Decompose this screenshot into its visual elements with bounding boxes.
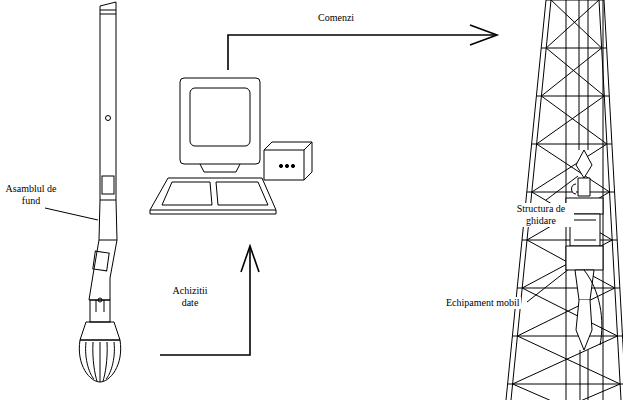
tower-brace (546, 0, 599, 48)
led (285, 164, 288, 167)
stabilizer (102, 176, 114, 194)
part-label: Achizitii date (166, 285, 214, 309)
tower-brace (517, 336, 620, 384)
led (291, 164, 294, 167)
keyboard (150, 178, 276, 210)
saver-sub (576, 300, 592, 350)
tower-brace (522, 240, 612, 288)
motor-body (93, 200, 117, 278)
top-drive (570, 214, 600, 246)
computer-drawing (150, 78, 312, 214)
leader-line (527, 265, 574, 302)
drill-string (580, 350, 588, 400)
screen (190, 88, 250, 146)
stabilizer (93, 251, 109, 271)
tower-brace (532, 144, 612, 145)
command-arrow (228, 25, 497, 70)
drive-box (264, 142, 312, 180)
bit-sub (90, 300, 110, 322)
arrow-line (160, 248, 250, 355)
tower-brace (512, 336, 622, 337)
drill-bit (79, 340, 120, 382)
travelling-block (576, 150, 592, 178)
tower-brace (532, 144, 607, 192)
part-label: Asamblul de fund (2, 183, 60, 207)
guide-rail (566, 0, 603, 400)
keyboard-edge (150, 210, 276, 214)
leader-line (45, 208, 98, 220)
tower-brace (546, 0, 604, 1)
hose (584, 270, 602, 345)
part-label: Comenzi (318, 12, 378, 24)
drill-pipe (100, 2, 116, 200)
monitor (180, 78, 260, 164)
tower-brace (527, 192, 615, 193)
arrow-line (228, 35, 496, 70)
mobile-equipment (566, 246, 603, 270)
tower-brace (541, 48, 606, 49)
data-arrow (160, 246, 259, 355)
part-label: Structura de ghidare (508, 203, 574, 227)
key-panel (162, 182, 212, 205)
swivel (575, 270, 594, 300)
tower-brace (527, 240, 615, 288)
tower-brace (541, 96, 607, 144)
pipe-joint (100, 10, 116, 14)
tower-brace (546, 48, 604, 96)
hook (572, 178, 591, 196)
led (279, 164, 282, 167)
port (98, 298, 102, 302)
arrow-head (241, 246, 259, 272)
tower-brace (537, 96, 605, 144)
part-label: Echipament mobil (445, 297, 521, 309)
drilling-rig (506, 0, 623, 400)
tower-brace (508, 384, 623, 385)
hoist-line (579, 0, 588, 150)
bit-shank (80, 322, 120, 340)
monitor-stand (200, 164, 240, 172)
tower-brace (513, 384, 623, 400)
key-panel (216, 182, 268, 205)
tower-brace (517, 288, 620, 289)
port (106, 116, 111, 121)
tower-brace (513, 336, 618, 384)
arrow-head (470, 25, 497, 45)
tower-brace (536, 96, 609, 97)
tower-brace (541, 48, 601, 96)
bit-blade (86, 342, 115, 382)
tower-leg (604, 0, 623, 400)
bend (99, 240, 117, 241)
bit-sub (89, 275, 110, 300)
tower-brace (551, 0, 602, 48)
drill-assembly (79, 2, 120, 382)
